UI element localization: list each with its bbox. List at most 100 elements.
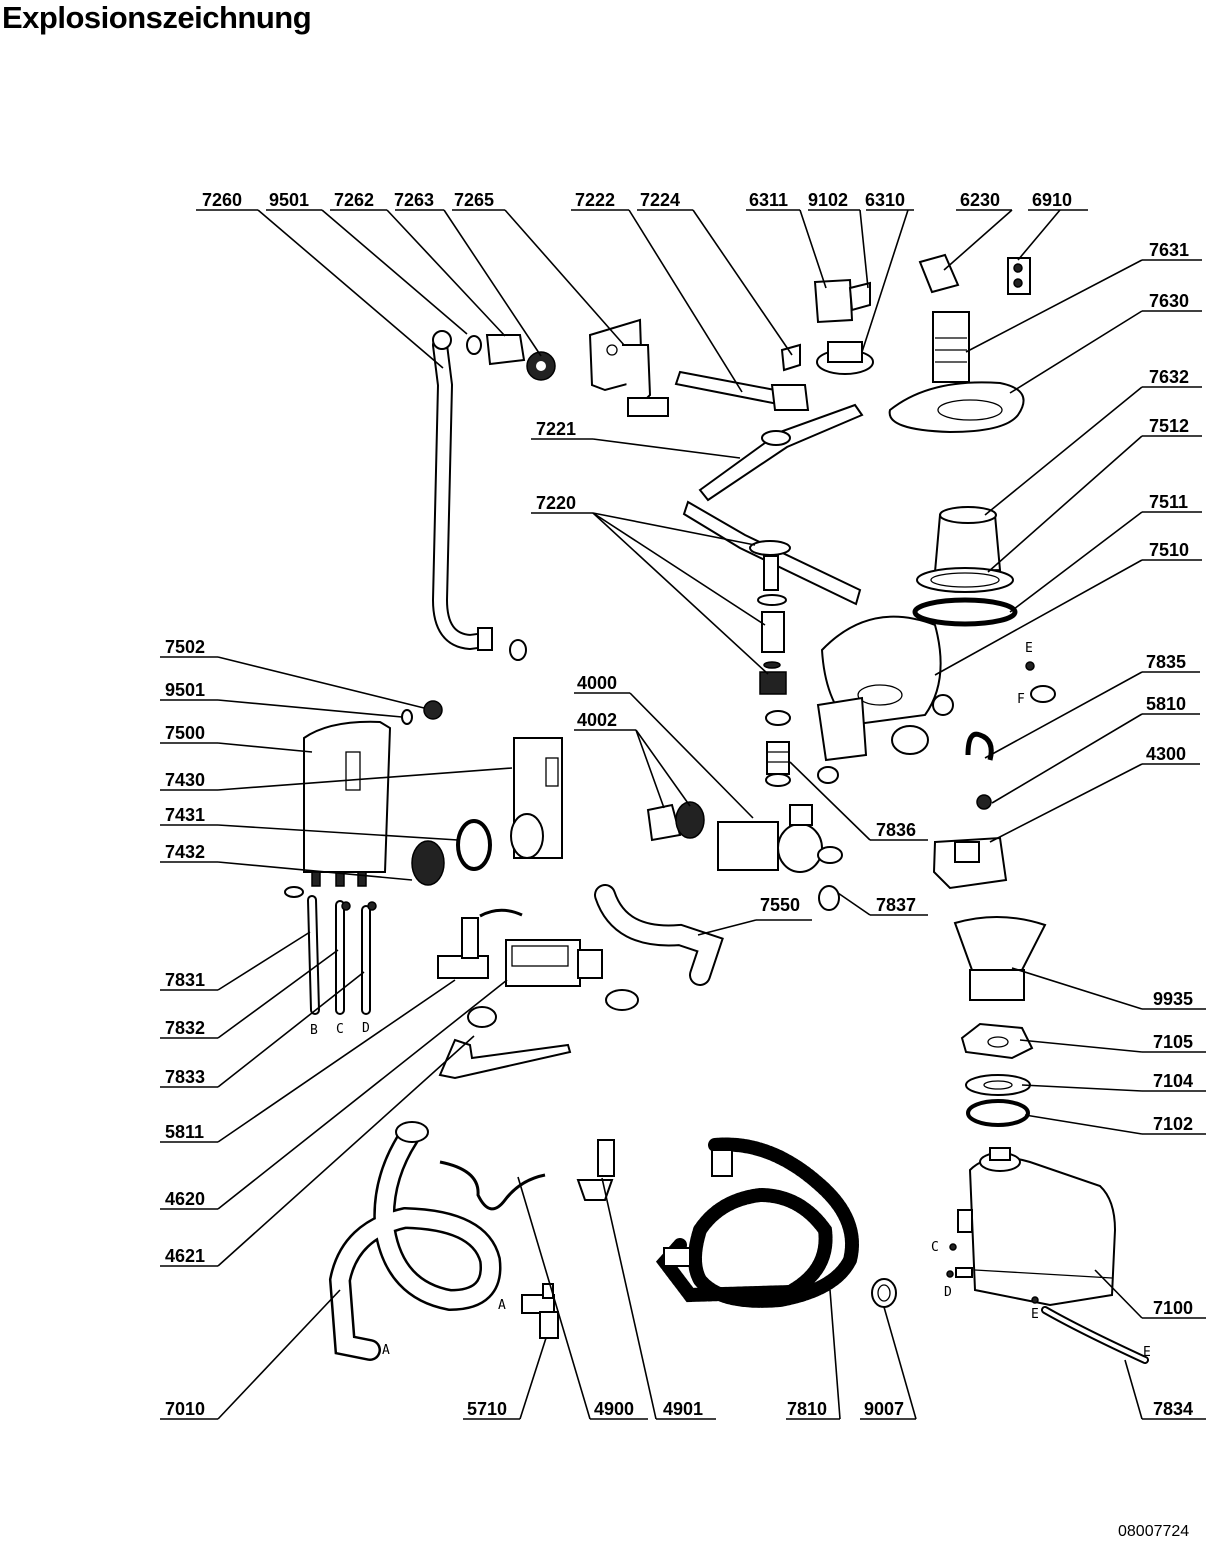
- part-label-4620: 4620: [165, 1189, 205, 1209]
- part-label-7835: 7835: [1146, 652, 1186, 672]
- part-label-4900: 4900: [594, 1399, 634, 1419]
- part-label-7631: 7631: [1149, 240, 1189, 260]
- sieve-plate-drawing: [888, 381, 1025, 434]
- leader-lines: [160, 209, 1206, 1420]
- part-label-7222: 7222: [575, 190, 615, 210]
- washer-drawing: [965, 1074, 1031, 1096]
- document-number: 08007724: [1118, 1523, 1190, 1540]
- part-label-7224: 7224: [640, 190, 680, 210]
- nut-ring-drawing: [966, 1099, 1030, 1127]
- connector-letter-b: B: [310, 1023, 318, 1038]
- salt-container-drawing: [957, 1147, 1117, 1307]
- part-label-7834: 7834: [1153, 1399, 1193, 1419]
- part-label-6310: 6310: [865, 190, 905, 210]
- part-label-7104: 7104: [1153, 1071, 1193, 1091]
- part-label-7831: 7831: [165, 970, 205, 990]
- part-label-6910: 6910: [1032, 190, 1072, 210]
- part-label-7632: 7632: [1149, 367, 1189, 387]
- relay-drawing: [1007, 257, 1031, 295]
- part-label-7431: 7431: [165, 805, 205, 825]
- part-number-labels: 7260 9501 7262 7263 7265 7222 7224 6311 …: [165, 190, 1193, 1419]
- corrugated-hose-drawing: [655, 1137, 859, 1308]
- part-label-7837: 7837: [876, 895, 916, 915]
- solenoid-valve-drawing: [521, 1283, 559, 1339]
- part-label-7221: 7221: [536, 419, 576, 439]
- part-label-9007: 9007: [864, 1399, 904, 1419]
- connector-letter-a: A: [498, 1298, 506, 1313]
- funnel-drawing: [953, 916, 1047, 1001]
- spray-tube-drawing: [674, 343, 810, 411]
- part-label-6311: 6311: [749, 190, 788, 210]
- part-label-4300: 4300: [1146, 744, 1186, 764]
- connector-letter-d: D: [944, 1285, 952, 1300]
- part-label-7265: 7265: [454, 190, 494, 210]
- hose-clamp-drawing: [467, 1006, 497, 1028]
- drain-hose-drawing: [328, 1121, 502, 1361]
- connector-letter-a: A: [382, 1343, 390, 1358]
- part-label-7630: 7630: [1149, 291, 1189, 311]
- connector-letter-f: F: [1017, 692, 1025, 707]
- page-title: Explosionszeichnung: [2, 0, 312, 35]
- nut-drawing: [976, 794, 992, 810]
- part-label-4002: 4002: [577, 710, 617, 730]
- part-label-5810: 5810: [1146, 694, 1186, 714]
- connector-letter-c: C: [336, 1022, 344, 1037]
- part-label-7833: 7833: [165, 1067, 205, 1087]
- inlet-valve-drawing: [437, 908, 523, 979]
- part-label-7810: 7810: [787, 1399, 827, 1419]
- part-label-7102: 7102: [1153, 1114, 1193, 1134]
- water-tank-drawing: [303, 720, 392, 887]
- part-label-7220: 7220: [536, 493, 576, 513]
- o-ring-drawing: [466, 335, 482, 355]
- clip-drawing: [918, 253, 960, 294]
- sensor-bracket-drawing: [813, 278, 874, 375]
- part-label-7832: 7832: [165, 1018, 205, 1038]
- part-label-6230: 6230: [960, 190, 1000, 210]
- part-label-4000: 4000: [577, 673, 617, 693]
- hose-adapter-drawing: [485, 334, 526, 366]
- valve-housing-drawing: [588, 318, 669, 417]
- lower-spray-arm-drawing: [682, 500, 862, 695]
- hose-sleeve-drawing: [766, 741, 790, 775]
- part-label-7432: 7432: [165, 842, 205, 862]
- valve-disc-drawing: [423, 700, 443, 720]
- connector-letter-e: E: [1025, 641, 1033, 656]
- part-label-9102: 9102: [808, 190, 848, 210]
- part-label-7511: 7511: [1149, 492, 1188, 512]
- base-bracket-drawing: [438, 1038, 572, 1080]
- part-label-7260: 7260: [202, 190, 242, 210]
- flow-meter-drawing: [505, 939, 603, 987]
- hose-piece-drawing: [818, 885, 840, 911]
- connector-letter-c: C: [931, 1240, 939, 1255]
- connector-letter-d: D: [362, 1021, 370, 1036]
- part-label-7262: 7262: [334, 190, 374, 210]
- connector-letters: E F B C D C D E E A A: [310, 641, 1151, 1360]
- hose-clamp-drawing: [605, 989, 639, 1011]
- part-label-4621: 4621: [165, 1246, 205, 1266]
- part-label-7105: 7105: [1153, 1032, 1193, 1052]
- dispenser-housing-drawing: [510, 737, 563, 859]
- part-label-7010: 7010: [165, 1399, 205, 1419]
- part-label-7430: 7430: [165, 770, 205, 790]
- part-drawings: [284, 253, 1149, 1364]
- part-label-9501: 9501: [269, 190, 309, 210]
- circulation-pump-drawing: [646, 801, 843, 873]
- part-label-7100: 7100: [1153, 1298, 1193, 1318]
- part-label-7836: 7836: [876, 820, 916, 840]
- part-label-9501-lower: 9501: [165, 680, 205, 700]
- gasket-drawing: [411, 840, 445, 886]
- part-label-5710: 5710: [467, 1399, 507, 1419]
- part-label-7550: 7550: [760, 895, 800, 915]
- drain-pipe-drawing: [431, 330, 527, 661]
- clamp-drawing: [765, 710, 791, 726]
- upper-spray-arm-drawing: [698, 403, 864, 502]
- plug-drawing: [576, 1139, 615, 1201]
- part-label-5811: 5811: [165, 1122, 204, 1142]
- part-label-7502: 7502: [165, 637, 205, 657]
- part-label-9935: 9935: [1153, 989, 1193, 1009]
- part-label-7512: 7512: [1149, 416, 1189, 436]
- connector-letter-e: E: [1031, 1307, 1039, 1322]
- part-label-7510: 7510: [1149, 540, 1189, 560]
- seal-ring-drawing: [456, 819, 492, 871]
